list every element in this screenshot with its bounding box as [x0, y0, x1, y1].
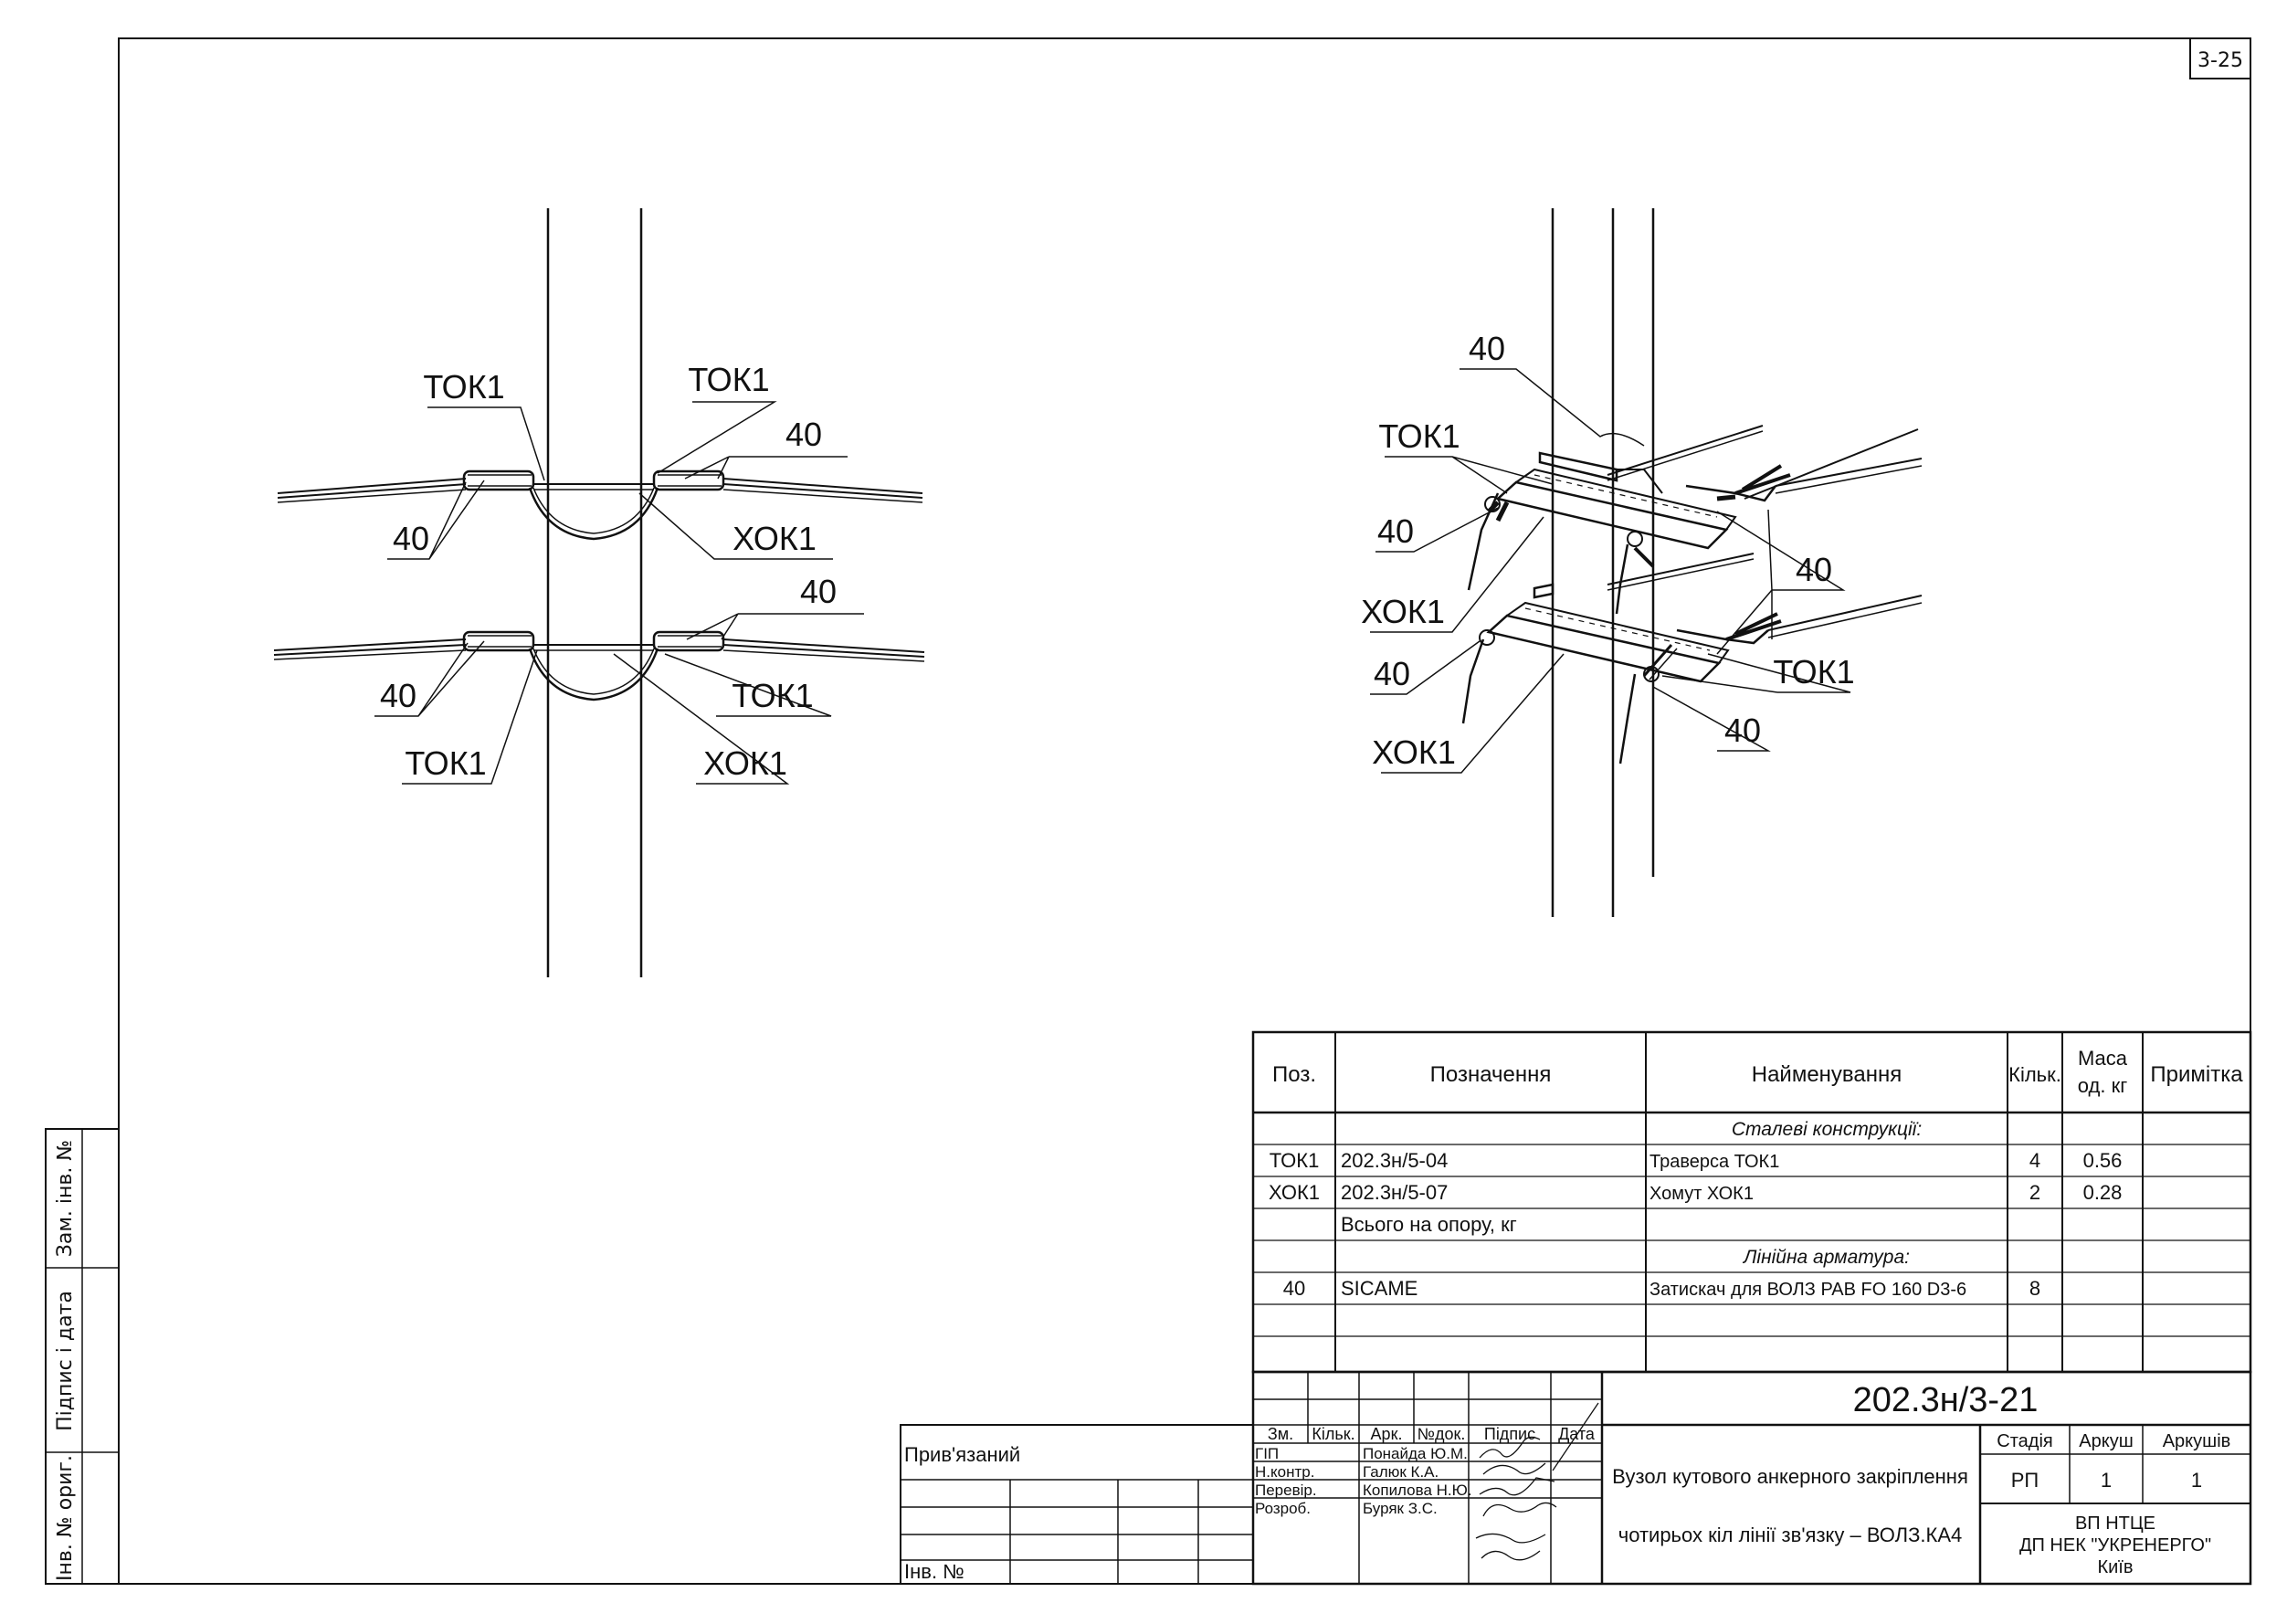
spec-cell-pos: ХОК1 — [1269, 1181, 1320, 1204]
spec-header-qty: Кільк. — [2008, 1063, 2061, 1086]
title-block — [900, 1370, 2252, 1586]
callout-r-tok1-b: ТОК1 — [1773, 653, 1854, 691]
spec-row-lines — [1253, 1144, 2250, 1337]
upper-traverse — [1467, 425, 1923, 615]
callout-40-c: 40 — [800, 573, 837, 610]
spec-section-heading: Лінійна арматура: — [1742, 1247, 1910, 1268]
spec-cell-pos: 40 — [1283, 1277, 1305, 1300]
spec-header-name: Найменування — [1752, 1062, 1902, 1087]
staff-role: ГІП — [1255, 1445, 1279, 1462]
sheets-total: 1 — [2191, 1469, 2202, 1492]
spec-cell-mass: 0.28 — [2083, 1181, 2123, 1204]
rev-header-sheet: Арк. — [1371, 1425, 1403, 1443]
spec-cell-designation: SICAME — [1341, 1277, 1418, 1300]
right-view-labels: 40 ТОК1 40 ХОК1 40 ХОК1 40 ТОК1 40 — [1361, 330, 1855, 771]
rev-header-sign: Підпис — [1484, 1425, 1535, 1443]
spec-header-note: Примітка — [2150, 1062, 2243, 1087]
callout-r-tok1-a: ТОК1 — [1378, 417, 1460, 455]
rev-header-change: Зм. — [1268, 1425, 1293, 1443]
title-line-1: Вузол кутового анкерного закріплення — [1612, 1465, 1968, 1488]
corner-code-box — [2189, 37, 2251, 79]
staff-role: Н.контр. — [1255, 1463, 1314, 1481]
spec-table: Поз. Позначення Найменування Кільк. Маса… — [1251, 1030, 2252, 1374]
left-view-drawing — [273, 208, 925, 977]
staff-name: Галюк К.А. — [1363, 1463, 1439, 1481]
staff-name: Буряк З.С. — [1363, 1500, 1438, 1517]
spec-cell-name: Хомут ХОК1 — [1649, 1184, 1754, 1204]
stage-header-sheet: Аркуш — [2079, 1431, 2133, 1451]
spec-cell-qty: 4 — [2029, 1149, 2040, 1172]
right-view-leaders — [1370, 368, 1851, 774]
callout-40-a: 40 — [785, 416, 822, 453]
staff-rows: ГІП Понайда Ю.М. Н.контр. Галюк К.А. Перевір… — [1255, 1445, 1472, 1517]
callout-xok1-a: ХОК1 — [732, 520, 817, 557]
stage-header-stage: Стадія — [1997, 1431, 2052, 1451]
spec-cell-pos: ТОК1 — [1270, 1149, 1320, 1172]
org-line-1: ВП НТЦЕ — [2075, 1513, 2155, 1534]
staff-role: Перевір. — [1255, 1482, 1317, 1499]
lower-traverse — [1461, 553, 1923, 765]
margin-repl-inv: Зам. інв. № — [54, 1140, 77, 1258]
rev-header-docno: №док. — [1418, 1425, 1466, 1443]
sheet-border — [118, 37, 2251, 1585]
spec-header-designation: Позначення — [1430, 1062, 1552, 1087]
linked-label: Прив'язаний — [904, 1443, 1020, 1466]
spec-section-heading: Сталеві конструкції: — [1732, 1119, 1922, 1140]
staff-name: Копилова Н.Ю. — [1363, 1482, 1472, 1499]
org-line-2: ДП НЕК "УКРЕНЕРГО" — [2019, 1535, 2211, 1555]
callout-tok1-d: ТОК1 — [405, 744, 486, 782]
inv-no-label: Інв. № — [904, 1560, 964, 1583]
callout-r-40-e: 40 — [1724, 712, 1761, 749]
callout-r-40-d: 40 — [1796, 551, 1832, 588]
rev-header-date: Дата — [1558, 1425, 1596, 1443]
spec-rows: Сталеві конструкції: ТОК1 202.3н/5-04 Траве… — [1269, 1119, 2122, 1300]
rev-grid — [1253, 1372, 1602, 1584]
upper-assembly — [277, 469, 923, 541]
callout-r-xok1-b: ХОК1 — [1372, 733, 1456, 771]
right-view-drawing — [1370, 208, 1923, 917]
margin-inv-orig: Інв. № ориг. — [54, 1455, 77, 1581]
left-view-leaders — [374, 401, 864, 785]
left-margin-strip: Інв. № ориг. Підпис і дата Зам. інв. № — [45, 1128, 120, 1585]
rev-header-qty: Кільк. — [1312, 1425, 1354, 1443]
spec-cell-qty: 8 — [2029, 1277, 2040, 1300]
callout-xok1-b: ХОК1 — [703, 744, 787, 782]
doc-code: 202.3н/3-21 — [1853, 1381, 2039, 1419]
corner-code: 3-25 — [2197, 49, 2243, 72]
spec-cell-name: Траверса ТОК1 — [1649, 1152, 1779, 1172]
lower-assembly — [273, 630, 925, 701]
callout-tok1-c: ТОК1 — [732, 677, 813, 714]
spec-cell-qty: 2 — [2029, 1181, 2040, 1204]
left-view-labels: ТОК1 ТОК1 40 40 ХОК1 40 40 ТОК1 ТОК1 ХОК… — [380, 361, 837, 782]
sheet-number: 1 — [2101, 1469, 2112, 1492]
spec-header-pos: Поз. — [1272, 1062, 1316, 1087]
callout-r-xok1-a: ХОК1 — [1361, 593, 1445, 630]
title-block-text: 202.3н/3-21 Прив'язаний Інв. № Зм. Кільк… — [904, 1381, 2230, 1583]
margin-sign-date: Підпис і дата — [54, 1291, 77, 1431]
callout-tok1-b: ТОК1 — [688, 361, 769, 398]
callout-r-40-b: 40 — [1377, 512, 1414, 550]
spec-header-mass: Маса — [2078, 1047, 2128, 1070]
callout-40-b: 40 — [393, 520, 429, 557]
spec-cell-mass: 0.56 — [2083, 1149, 2123, 1172]
spec-cell-designation: 202.3н/5-04 — [1341, 1149, 1448, 1172]
spec-cell-designation: 202.3н/5-07 — [1341, 1181, 1448, 1204]
stage-header-sheets: Аркушів — [2163, 1431, 2231, 1451]
callout-r-40-c: 40 — [1374, 655, 1410, 692]
callout-r-40-a: 40 — [1469, 330, 1505, 367]
org-line-3: Київ — [2097, 1557, 2133, 1577]
title-line-2: чотирьох кіл лінії зв'язку – ВОЛЗ.КА4 — [1618, 1524, 1963, 1546]
spec-header-mass-unit: од. кг — [2078, 1074, 2127, 1097]
staff-name: Понайда Ю.М. — [1363, 1445, 1468, 1462]
spec-cell-name: Затискач для ВОЛЗ PAB FO 160 D3-6 — [1649, 1280, 1966, 1300]
callout-tok1-a: ТОК1 — [423, 368, 504, 406]
stage-value: РП — [2011, 1469, 2039, 1492]
signatures — [1475, 1402, 1599, 1561]
callout-40-d: 40 — [380, 677, 416, 714]
staff-role: Розроб. — [1255, 1500, 1311, 1517]
spec-cell-designation: Всього на опору, кг — [1341, 1213, 1517, 1236]
